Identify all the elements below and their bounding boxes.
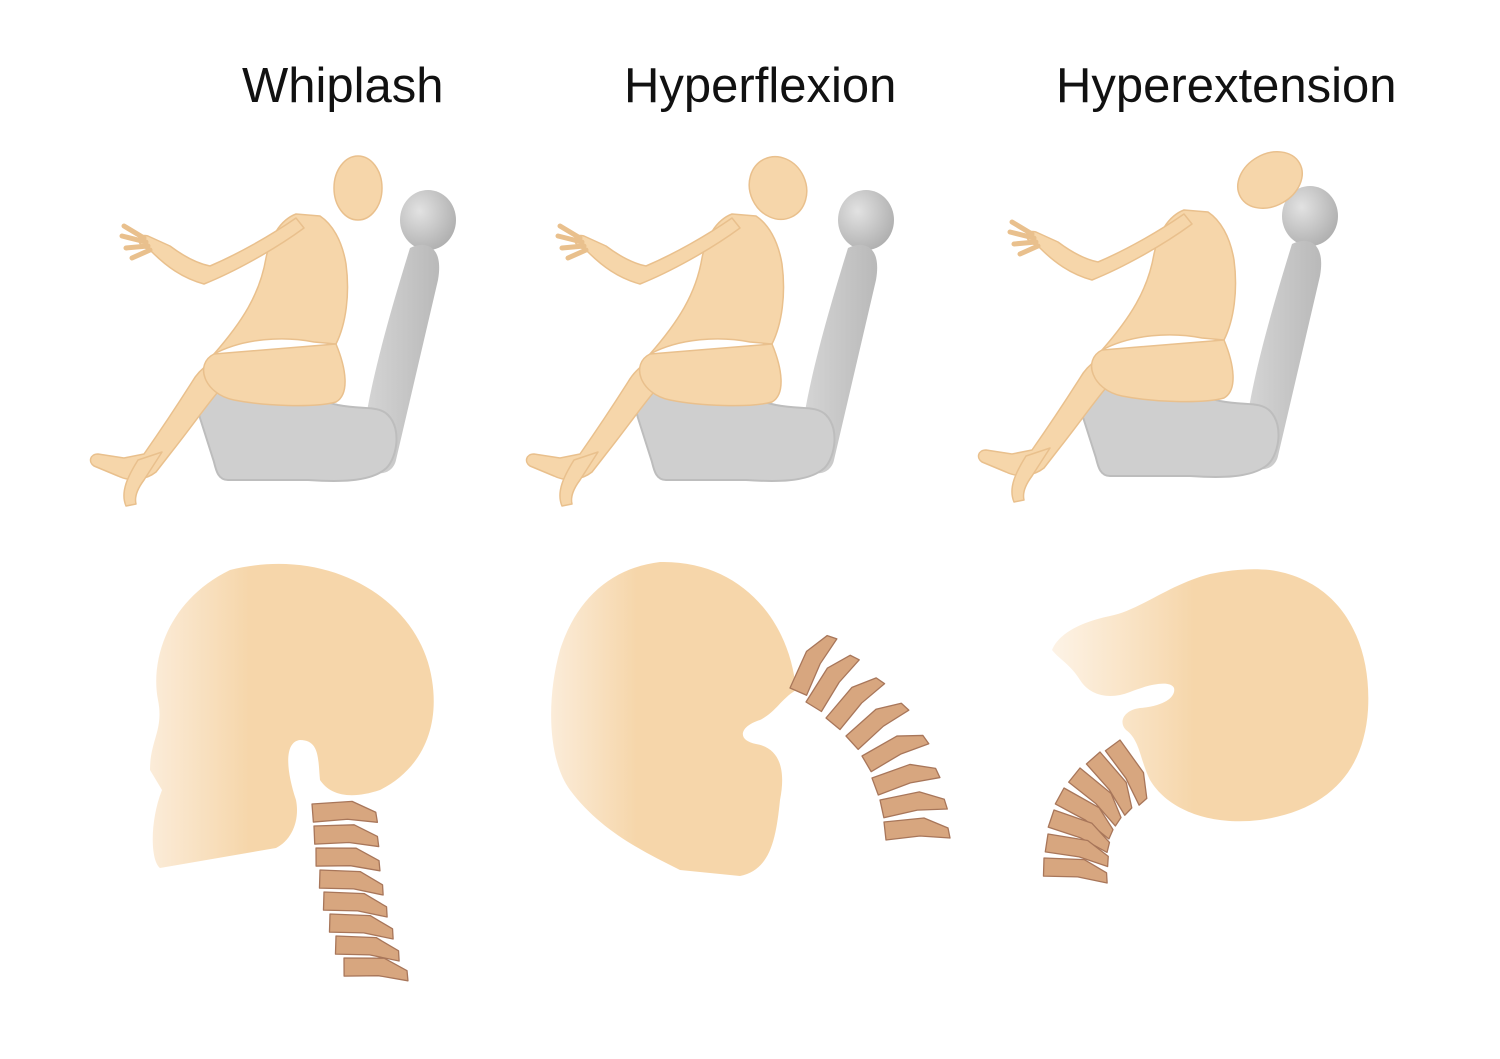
hyperflexion-skull: [551, 562, 950, 876]
hyperflexion-cervical-spine: [787, 629, 950, 840]
whiplash-skull: [150, 564, 434, 983]
hyperextension-skull: [1041, 569, 1368, 885]
hyperextension-cervical-spine: [1041, 738, 1156, 885]
whiplash-head: [334, 156, 382, 220]
hyperextension-seat-figure: [979, 140, 1338, 502]
whiplash-seat-figure: [91, 156, 456, 506]
whiplash-cervical-spine: [311, 800, 410, 983]
hyperflexion-seat-figure: [527, 147, 894, 506]
